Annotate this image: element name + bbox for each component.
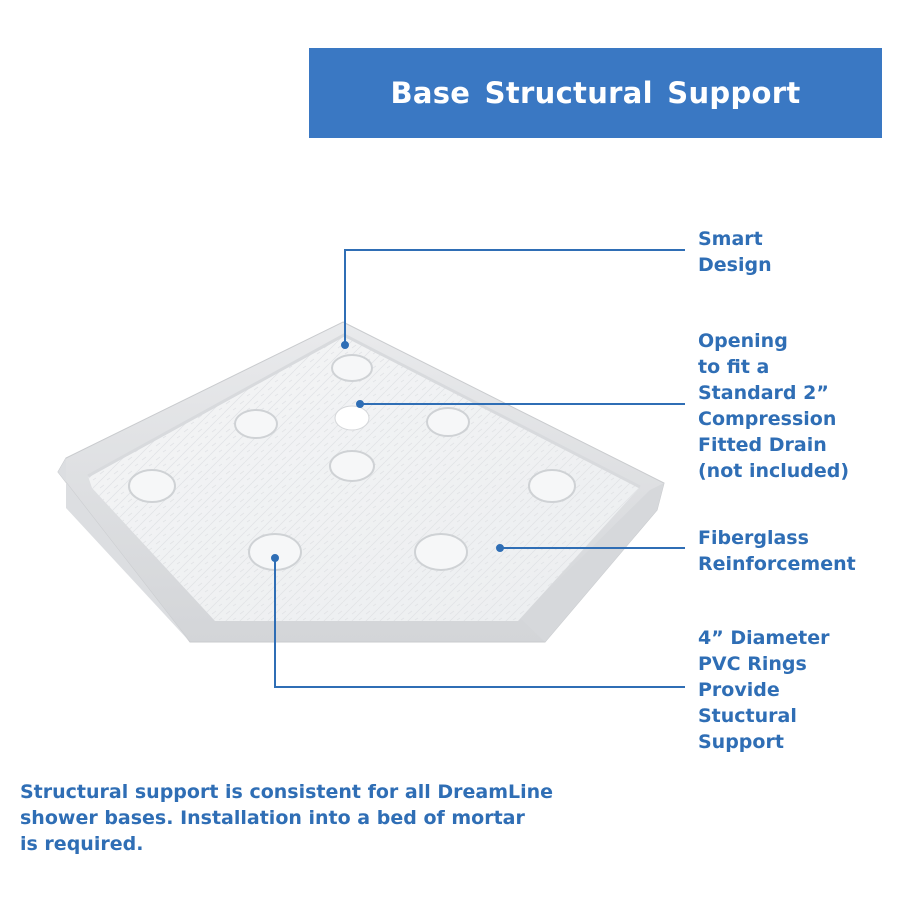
title-banner: Base Structural Support — [309, 48, 882, 138]
pvc-ring — [128, 469, 176, 503]
pvc-ring — [331, 354, 373, 382]
leader-lines — [271, 249, 685, 688]
leader-dot-smart-design — [341, 341, 349, 349]
base-right-side — [520, 483, 664, 642]
pvc-ring — [234, 409, 278, 439]
leader-line-rings — [274, 558, 685, 688]
page-title: Base Structural Support — [390, 76, 801, 110]
pvc-ring — [414, 533, 468, 571]
pvc-ring — [329, 450, 375, 482]
pvc-ring — [528, 469, 576, 503]
callout-drain-opening: Opening to fit a Standard 2” Compression… — [698, 330, 850, 482]
leader-dot-rings — [271, 554, 279, 562]
drain-opening — [334, 405, 370, 431]
leader-dot-fiberglass — [496, 544, 504, 552]
pvc-rings — [128, 354, 576, 571]
footer-note: Structural support is consistent for all… — [20, 781, 554, 855]
leader-line-smart-design — [344, 249, 685, 345]
leader-dot-drain — [356, 400, 364, 408]
callout-fiberglass-reinforcement: Fiberglass Reinforcement — [698, 527, 856, 575]
callout-pvc-rings: 4” Diameter PVC Rings Provide Stuctural … — [698, 627, 830, 753]
callout-smart-design: Smart Design — [698, 228, 772, 276]
pvc-ring — [426, 407, 470, 437]
